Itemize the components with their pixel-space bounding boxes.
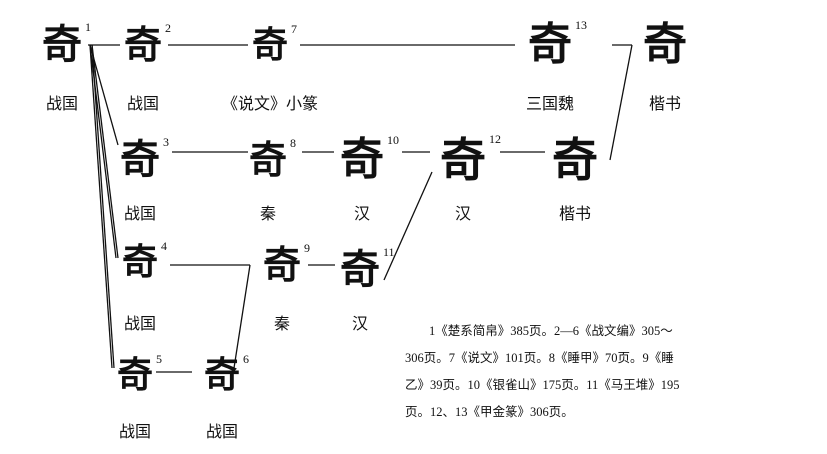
period-label: 汉 (353, 204, 371, 223)
form-number: 7 (291, 22, 297, 36)
note-line: 乙》39页。10《银雀山》175页。11《马王堆》195 (405, 378, 680, 392)
form-number: 6 (243, 352, 249, 366)
period-label: 三国魏 (525, 94, 575, 113)
character-form-8: 奇 (248, 137, 288, 182)
period-label: 秦 (273, 314, 291, 333)
period-label: 战国 (205, 422, 239, 441)
character-form-12: 奇 (440, 133, 486, 187)
form-number: 11 (383, 245, 395, 259)
connector (609, 44, 633, 161)
character-form-5: 奇 (116, 354, 154, 396)
period-label: 战国 (123, 204, 157, 223)
character-form-11: 奇 (340, 246, 380, 293)
form-number: 5 (156, 352, 162, 366)
form-number: 3 (163, 135, 169, 149)
period-label: 汉 (454, 204, 472, 223)
period-label: 战国 (123, 314, 157, 333)
period-label: 《说文》小篆 (221, 94, 319, 113)
connector (91, 44, 115, 369)
form-number: 9 (304, 241, 310, 255)
period-label: 战国 (126, 94, 160, 113)
connector (383, 171, 433, 281)
character-form-k2: 奇 (552, 133, 598, 187)
period-label: 秦 (259, 204, 277, 223)
note-line: 306页。7《说文》101页。8《睡甲》70页。9《睡 (405, 351, 674, 365)
character-form-k1: 奇 (643, 19, 687, 70)
connector (91, 44, 119, 259)
period-label: 楷书 (648, 94, 682, 113)
character-form-1: 奇 (42, 21, 82, 68)
character-form-9: 奇 (262, 242, 302, 287)
form-number: 2 (165, 21, 171, 35)
period-label: 汉 (351, 314, 369, 333)
connector (233, 264, 251, 369)
period-label: 战国 (118, 422, 152, 441)
character-form-7: 奇 (251, 24, 289, 66)
period-label: 楷书 (558, 204, 592, 223)
form-number: 4 (161, 239, 167, 253)
form-number: 1 (85, 20, 91, 34)
form-number: 10 (387, 133, 399, 147)
source-notes: 1《楚系简帛》385页。2—6《战文编》305～ 306页。7《说文》101页。… (405, 318, 805, 426)
character-form-13: 奇 (528, 19, 572, 70)
note-line: 1《楚系简帛》385页。2—6《战文编》305～ (429, 324, 673, 338)
character-form-3: 奇 (120, 136, 160, 183)
character-form-10: 奇 (340, 134, 384, 185)
form-number: 12 (489, 132, 501, 146)
note-line: 页。12、13《甲金篆》306页。 (405, 405, 574, 419)
character-form-4: 奇 (121, 241, 159, 283)
character-form-6: 奇 (203, 354, 241, 396)
connector (89, 44, 113, 369)
form-number: 13 (575, 18, 587, 32)
period-label: 战国 (45, 94, 79, 113)
form-number: 8 (290, 136, 296, 150)
character-form-2: 奇 (123, 22, 163, 67)
